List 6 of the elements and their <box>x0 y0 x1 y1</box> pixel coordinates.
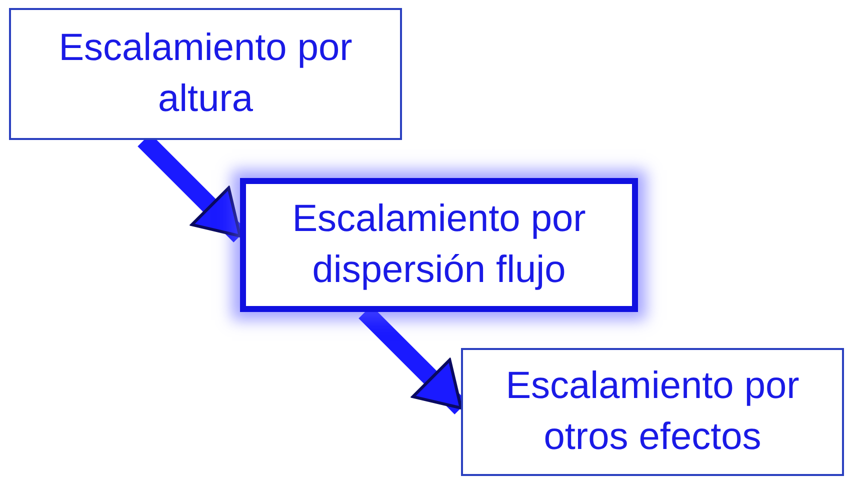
process-box <box>240 178 638 312</box>
box-label: Escalamiento por dispersión flujo <box>291 196 587 293</box>
process-box <box>461 348 844 476</box>
box-label: Escalamiento por altura <box>58 26 354 122</box>
process-box <box>9 8 402 140</box>
box-label: Escalamiento por otros efectos <box>504 364 800 460</box>
